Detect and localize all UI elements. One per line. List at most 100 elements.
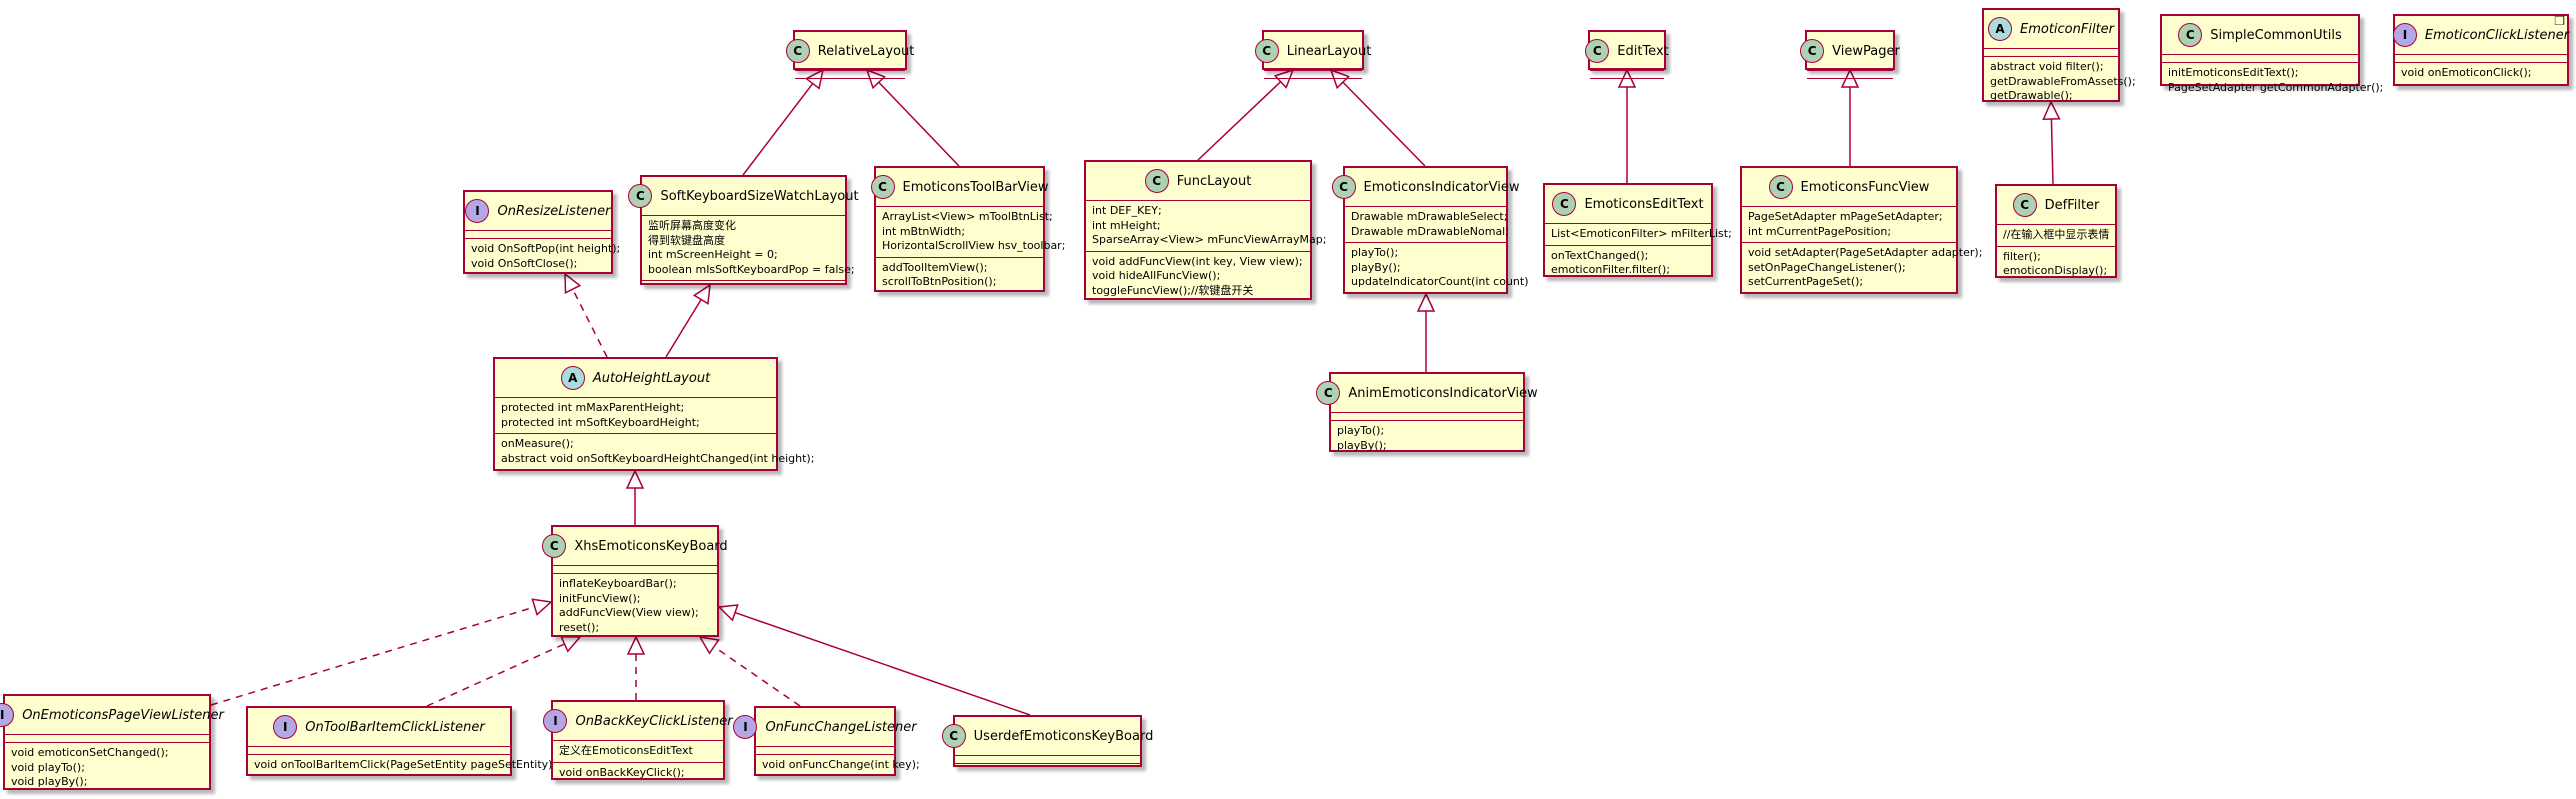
class-method: void setAdapter(PageSetAdapter adapter); <box>1748 246 1983 259</box>
class-methods-section: abstract void filter();getDrawableFromAs… <box>1984 56 2136 107</box>
class-stereotype-icon: C <box>2012 193 2037 217</box>
class-name: FuncLayout <box>1176 173 1252 189</box>
class-methods-section <box>1807 78 1893 86</box>
inheritance-line <box>665 299 702 358</box>
class-method: initFuncView(); <box>559 591 641 605</box>
inheritance-line <box>1197 81 1282 161</box>
class-method: void OnSoftClose(); <box>471 256 578 270</box>
class-fields-section: protected int mMaxParentHeight;protected… <box>495 397 776 433</box>
class-field: int mHeight; <box>1092 218 1161 232</box>
class-name: RelativeLayout <box>817 43 915 59</box>
class-methods-section <box>955 763 1140 771</box>
class-field: int DEF_KEY; <box>1092 204 1162 217</box>
class-field: int mBtnWidth; <box>882 224 966 238</box>
class-fields-section <box>5 734 209 742</box>
class-methods-section: void onFuncChange(int key); <box>756 754 920 776</box>
class-method: emoticonDisplay(); <box>2003 264 2108 277</box>
class-fields-section <box>2395 54 2567 62</box>
class-stereotype-icon: C <box>1552 192 1577 216</box>
interface-stereotype-icon: I <box>0 703 15 727</box>
class-field: int mCurrentPagePosition; <box>1748 224 1892 238</box>
class-method: abstract void onSoftKeyboardHeightChange… <box>501 451 815 465</box>
class-method: void onToolBarItemClick(PageSetEntity pa… <box>254 758 557 771</box>
class-field: int mScreenHeight = 0; <box>648 248 778 261</box>
hollow-triangle-arrowhead-icon <box>698 635 720 655</box>
class-field: ArrayList<View> mToolBtnList; <box>882 210 1053 223</box>
class-method: inflateKeyboardBar(); <box>559 577 677 590</box>
class-method: onTextChanged(); <box>1551 248 1649 262</box>
class-header: C EmoticonsEditText <box>1545 185 1711 223</box>
class-name: EmoticonFilter <box>2019 21 2115 37</box>
class-stereotype-icon: C <box>785 39 810 63</box>
class-fields-section <box>2162 54 2358 62</box>
interface-stereotype-icon: I <box>273 715 298 739</box>
class-field: Drawable mDrawableSelect; <box>1351 210 1508 223</box>
class-methods-section: void onToolBarItemClick(PageSetEntity pa… <box>248 754 557 776</box>
class-field: PageSetAdapter mPageSetAdapter; <box>1748 210 1943 223</box>
class-field: 监听屏幕高度变化 <box>648 219 736 232</box>
class-method: void addFuncView(int key, View view); <box>1092 254 1303 268</box>
hollow-triangle-arrowhead-icon <box>717 604 739 622</box>
class-stereotype-icon: C <box>2178 23 2203 47</box>
inheritance-line <box>742 83 814 176</box>
class-name: ViewPager <box>1832 43 1900 59</box>
class-fields-section: int DEF_KEY;int mHeight;SparseArray<View… <box>1086 200 1326 251</box>
class-name: AutoHeightLayout <box>592 370 711 386</box>
class-name: UserdefEmoticonsKeyBoard <box>973 728 1154 744</box>
class-fields-section <box>795 70 905 78</box>
class-method: void onFuncChange(int key); <box>762 758 920 771</box>
class-name: XhsEmoticonsKeyBoard <box>574 538 728 554</box>
class-methods-section: initEmoticonsEditText();PageSetAdapter g… <box>2162 62 2383 98</box>
class-box-auto-height-layout: A AutoHeightLayout protected int mMaxParen… <box>493 357 815 471</box>
class-name: SoftKeyboardSizeWatchLayout <box>660 188 859 204</box>
class-stereotype-icon: C <box>1316 381 1341 405</box>
class-name: EditText <box>1617 43 1669 59</box>
class-field: protected int mSoftKeyboardHeight; <box>501 415 700 429</box>
class-methods-section: onTextChanged();emoticonFilter.filter(); <box>1545 244 1711 281</box>
class-name: LinearLayout <box>1286 43 1372 59</box>
class-box-emoticon-click-listener: I EmoticonClickListener void onEmoticonCli… <box>2392 14 2570 86</box>
class-method: void playBy(); <box>11 775 88 788</box>
class-name: EmoticonsToolBarView <box>902 179 1049 195</box>
class-methods-section: void onEmoticonClick(); <box>2395 62 2567 84</box>
class-stereotype-icon: C <box>1331 175 1356 199</box>
interface-stereotype-icon: I <box>733 715 758 739</box>
class-methods-section: void OnSoftPop(int height);void OnSoftCl… <box>465 238 620 274</box>
class-field: protected int mMaxParentHeight; <box>501 401 685 414</box>
class-field: boolean mIsSoftKeyboardPop = false; <box>648 262 855 276</box>
class-name: EmoticonClickListener <box>2424 27 2570 43</box>
hollow-triangle-arrowhead-icon <box>692 283 711 305</box>
class-fields-section: //在输入框中显示表情 <box>1997 224 2115 246</box>
class-fields-section <box>248 746 510 754</box>
class-name: EmoticonsEditText <box>1584 196 1704 212</box>
interface-stereotype-icon: I <box>2392 23 2417 47</box>
hollow-triangle-arrowhead-icon <box>564 272 582 294</box>
class-fields-section <box>1331 412 1523 420</box>
class-name: SimpleCommonUtils <box>2210 27 2342 43</box>
class-field: Drawable mDrawableNomal; <box>1351 224 1509 238</box>
class-method: initEmoticonsEditText(); <box>2168 66 2299 79</box>
hollow-triangle-arrowhead-icon <box>804 68 825 90</box>
class-fields-section <box>1590 70 1664 78</box>
class-methods-section <box>642 280 845 288</box>
hollow-triangle-arrowhead-icon <box>626 635 646 655</box>
abstract-class-stereotype-icon: A <box>560 366 585 390</box>
interface-stereotype-icon: I <box>465 199 490 223</box>
class-fields-section <box>1807 70 1893 78</box>
class-stereotype-icon: C <box>1768 175 1793 199</box>
